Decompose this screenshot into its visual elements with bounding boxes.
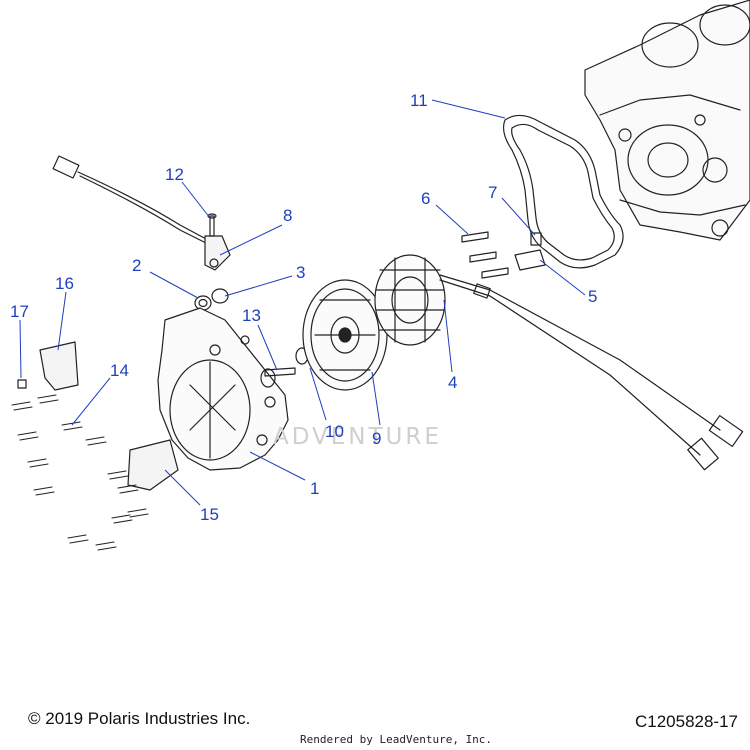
- callout-5[interactable]: 5: [588, 287, 598, 306]
- speed-sensor: [52, 155, 231, 271]
- callout-10[interactable]: 10: [325, 422, 344, 441]
- callout-6[interactable]: 6: [421, 189, 431, 208]
- callout-17[interactable]: 17: [10, 302, 29, 321]
- callout-16[interactable]: 16: [55, 274, 74, 293]
- engine-crankcase: [584, 0, 750, 241]
- callout-9[interactable]: 9: [372, 429, 382, 448]
- leader-lines: [19, 99, 586, 506]
- callout-11[interactable]: 11: [410, 91, 428, 110]
- callout-7[interactable]: 7: [488, 183, 498, 202]
- diagram-code: C1205828-17: [634, 712, 738, 731]
- copyright-text: © 2019 Polaris Industries Inc.: [28, 709, 251, 728]
- callout-2[interactable]: 2: [132, 256, 142, 275]
- render-credit: Rendered by LeadVenture, Inc.: [300, 733, 493, 746]
- gasket: [502, 114, 624, 269]
- callout-13[interactable]: 13: [242, 306, 261, 325]
- callout-8[interactable]: 8: [283, 206, 293, 225]
- callout-15[interactable]: 15: [200, 505, 219, 524]
- watermark: ADVENTURE: [273, 424, 442, 450]
- callout-4[interactable]: 4: [448, 373, 458, 392]
- callout-3[interactable]: 3: [296, 263, 306, 282]
- stator: [374, 254, 446, 346]
- callout-1[interactable]: 1: [310, 479, 320, 498]
- stator-cover: [157, 307, 289, 471]
- callout-14[interactable]: 14: [110, 361, 129, 380]
- flywheel: [302, 279, 388, 391]
- callout-12[interactable]: 12: [165, 165, 184, 184]
